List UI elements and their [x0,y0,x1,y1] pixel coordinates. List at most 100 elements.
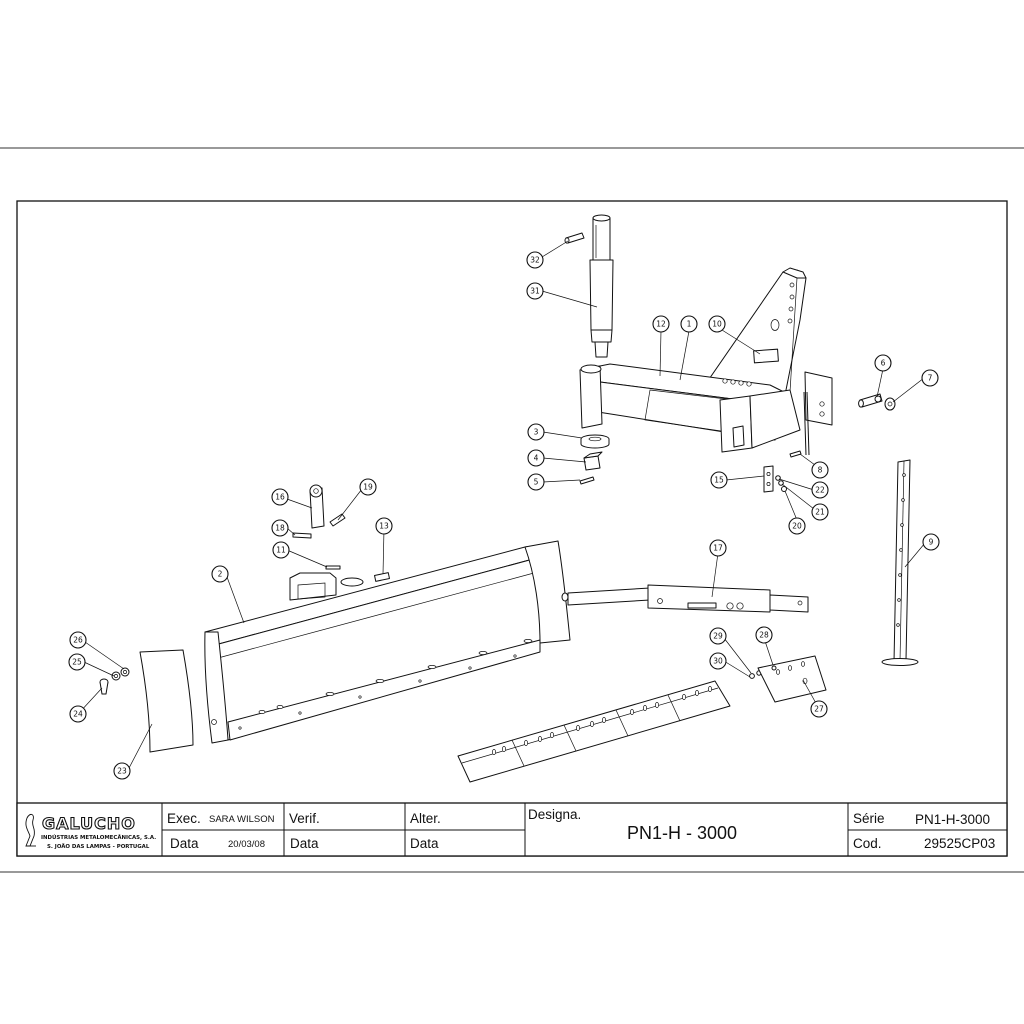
callout-number: 2 [218,570,223,579]
callout-7: 7 [921,369,939,387]
verif-date-label: Data [290,836,319,851]
callout-9: 9 [922,533,940,551]
alter-date-label: Data [410,836,439,851]
callout-number: 26 [73,636,83,645]
part-17-cylinder [561,584,809,613]
part-20-nut [781,486,787,492]
callout-number: 15 [714,476,724,485]
callout-19: 19 [359,478,377,496]
callout-number: 30 [713,657,723,666]
exec-date-label: Data [170,836,199,851]
callout-number: 10 [712,320,722,329]
exec-value: SARA WILSON [209,814,275,825]
callout-3: 3 [527,423,545,441]
callout-25: 25 [68,653,86,671]
cod-label: Cod. [853,836,882,851]
callout-number: 19 [363,483,373,492]
part-31-shaft [589,214,614,358]
callout-number: 18 [275,524,285,533]
callout-number: 11 [276,546,286,555]
callout-11: 11 [272,541,290,559]
serie-label: Série [853,811,885,826]
serie-value: PN1-H-3000 [915,812,990,827]
exec-date-value: 20/03/08 [228,839,265,850]
title-block: GALUCHO INDÚSTRIAS METALOMECÂNICAS, S.A.… [16,802,1008,857]
callout-16: 16 [271,488,289,506]
part-28-nut [771,665,777,671]
callout-number: 32 [530,256,540,265]
part-18-washer [292,532,312,539]
part-24-bolt [99,678,109,695]
callout-number: 31 [530,287,540,296]
callout-10: 10 [708,315,726,333]
part-26-nut [120,667,130,677]
callout-22: 22 [811,481,829,499]
callout-number: 28 [759,631,769,640]
company-line1: INDÚSTRIAS METALOMECÂNICAS, S.A. [41,834,156,841]
callout-number: 7 [928,374,933,383]
part-23-side-plate [139,649,194,753]
part-22-washer [775,475,781,481]
part-3-ring [580,434,610,449]
part-16-pin [309,484,325,529]
callout-number: 3 [534,428,539,437]
callout-number: 9 [929,538,934,547]
callout-15: 15 [710,471,728,489]
callout-number: 20 [792,522,802,531]
part-11-bolt [325,565,341,570]
callout-number: 6 [881,359,886,368]
part-2-blade [204,540,571,744]
cod-value: 29525CP03 [924,836,995,851]
parts-drawing [99,214,919,783]
callout-24: 24 [69,705,87,723]
part-27-edge-plate [757,655,827,703]
callout-number: 22 [815,486,825,495]
callout-20: 20 [788,517,806,535]
verif-label: Verif. [289,811,320,826]
callout-28: 28 [755,626,773,644]
callout-30: 30 [709,652,727,670]
designa-label: Designa. [528,807,581,822]
callout-number: 13 [379,522,389,531]
callout-number: 8 [818,466,823,475]
part-1-main-frame [579,267,833,456]
callout-number: 1 [687,320,692,329]
callout-13: 13 [375,517,393,535]
callout-29: 29 [709,627,727,645]
callout-17: 17 [709,539,727,557]
callout-number: 12 [656,320,666,329]
part-19-clip [329,513,346,527]
part-9-stand [881,459,919,666]
callout-number: 17 [713,544,723,553]
part-cutting-edge-segments [457,680,731,783]
part-4-block [583,451,603,471]
alter-label: Alter. [410,811,441,826]
callout-12: 12 [652,315,670,333]
part-8-pin [789,450,802,458]
callout-4: 4 [527,449,545,467]
part-29-washer [749,673,755,679]
callout-31: 31 [526,282,544,300]
callout-number: 4 [534,454,539,463]
callout-5: 5 [527,473,545,491]
part-7-nut [884,397,896,411]
designa-value: PN1-H - 3000 [627,823,737,843]
callout-number: 29 [713,632,723,641]
part-32-pin [564,232,585,244]
exec-label: Exec. [167,811,201,826]
callout-6: 6 [874,354,892,372]
callout-number: 23 [117,767,127,776]
callout-number: 25 [72,658,82,667]
callout-1: 1 [680,315,698,333]
callout-23: 23 [113,762,131,780]
callout-27: 27 [810,700,828,718]
callout-number: 27 [814,705,824,714]
callout-number: 16 [275,493,285,502]
part-25-washer [111,671,121,681]
callout-21: 21 [811,503,829,521]
callout-balloons: 32 31 12 1 10 6 7 3 4 5 15 8 22 21 20 9 16 19 18 13 11 2 17 26 2… [68,251,940,780]
part-15-plate [763,465,774,493]
callout-8: 8 [811,461,829,479]
company-line2: S. JOÃO DAS LAMPAS - PORTUGAL [47,843,150,850]
